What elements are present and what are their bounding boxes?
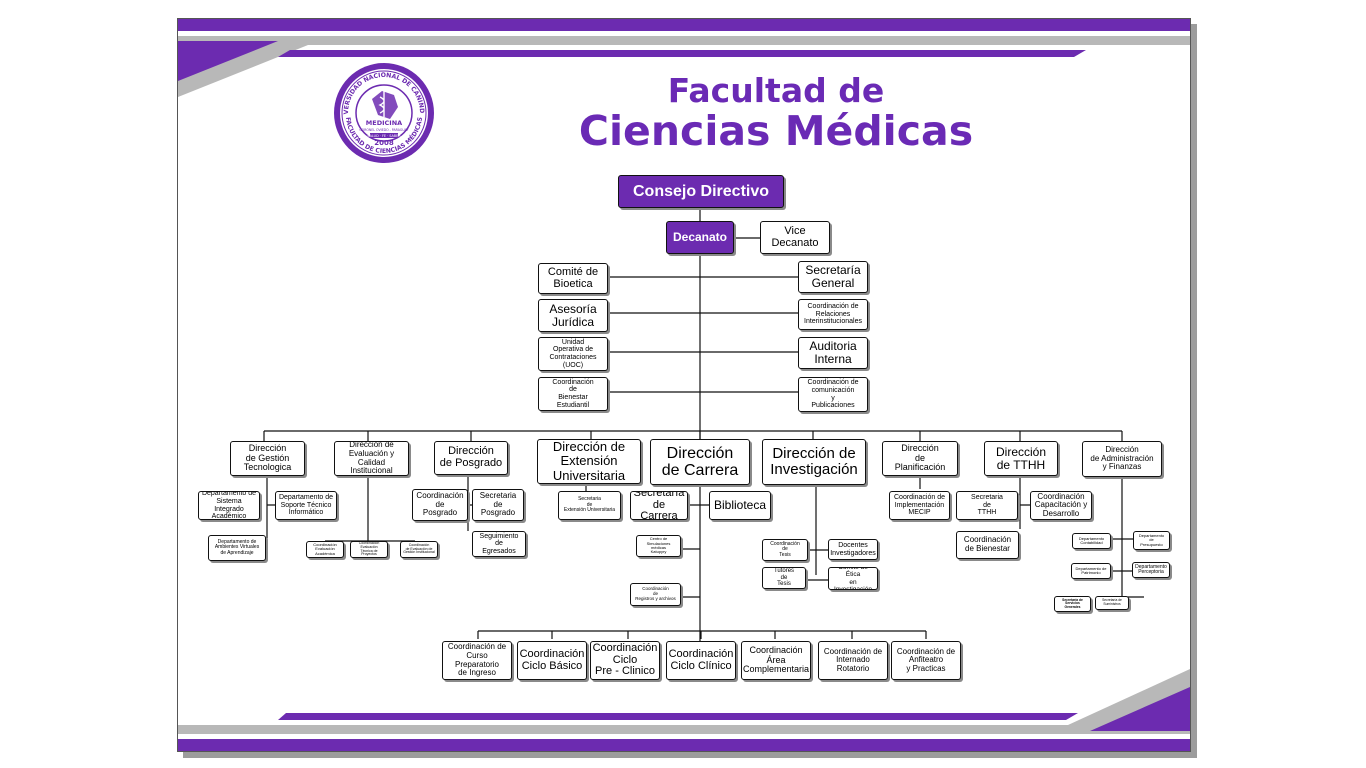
node-sec-servicios-generales: Secretaría de Servicios Generales bbox=[1054, 596, 1091, 612]
page-title-line2: Ciencias Médicas bbox=[578, 107, 974, 155]
node-sec-suministros: Secretaría de Suministros bbox=[1095, 596, 1129, 610]
university-seal-logo: UNIVERSIDAD NACIONAL DE CANINDEYÚ FACULT… bbox=[332, 61, 434, 163]
node-docentes-investigadores: Docentes Investigadores bbox=[828, 539, 878, 560]
node-centro-simulaciones: Centro de Simulaciones médicas Katupyry bbox=[636, 535, 681, 557]
node-dir-gestion-tecnologica: Dirección de Gestión Tecnologica bbox=[230, 441, 305, 476]
node-dir-posgrado: Dirección de Posgrado bbox=[434, 441, 508, 475]
node-dep-ambientes-virtuales: Departamento de Ambientes Virtuales de A… bbox=[208, 535, 266, 561]
node-auditoria-interna: Auditoria Interna bbox=[798, 337, 868, 369]
node-dep-soporte-tecnico: Departamento de Soporte Técnico Informát… bbox=[275, 491, 337, 520]
node-coord-relaciones: Coordinación de Relaciones Interinstituc… bbox=[798, 299, 868, 330]
node-seguimiento-egresados: Seguimiento de Egresados bbox=[472, 531, 526, 557]
node-coord-anfiteatro: Coordinación de Anfiteatro y Practicas bbox=[891, 641, 961, 680]
page-title-line1: Facultad de bbox=[667, 71, 885, 110]
node-dep-patrimonio: Departamento de Patrimonio bbox=[1071, 563, 1111, 579]
node-tutores-tesis: Tutores de Tesis bbox=[762, 567, 806, 589]
node-coord-comunicacion: Coordinación de comunicación y Publicaci… bbox=[798, 377, 868, 412]
node-uoc: Unidad Operativa de Contrataciones (UOC) bbox=[538, 337, 608, 371]
org-chart-slide: UNIVERSIDAD NACIONAL DE CANINDEYÚ FACULT… bbox=[177, 18, 1191, 752]
node-coord-eval-proyectos: Coordinación Evaluación Técnica de Proye… bbox=[350, 541, 388, 558]
node-secretaria-general: Secretaría General bbox=[798, 261, 868, 293]
node-dir-administracion: Dirección de Administración y Finanzas bbox=[1082, 441, 1162, 477]
node-coord-bienestar-estudiantil: Coordinación de Bienestar Estudiantil bbox=[538, 377, 608, 411]
node-comite-bioetica: Comité de Bioetica bbox=[538, 263, 608, 294]
node-dir-investigacion: Dirección de Investigación bbox=[762, 439, 866, 485]
node-sec-carrera: Secretaría de Carrera bbox=[630, 491, 688, 520]
node-coord-area-complementaria: Coordinación Área Complementaria bbox=[741, 641, 811, 680]
node-sec-tthh: Secretaria de TTHH bbox=[956, 491, 1018, 520]
logo-name: MEDICINA bbox=[366, 119, 402, 127]
node-coord-tesis: Coordinación de Tesis bbox=[762, 539, 808, 561]
node-coord-bienestar: Coordinación de Bienestar bbox=[956, 531, 1019, 559]
node-dir-carrera: Dirección de Carrera bbox=[650, 439, 750, 485]
node-sec-extension: Secretaria de Extensión Universitaria bbox=[558, 491, 621, 520]
node-decanato: Decanato bbox=[666, 221, 734, 254]
node-coord-registros: Coordinación de Registros y archivos bbox=[630, 583, 681, 606]
node-dep-sistema-integrado: Departamento de Sistema Integrado Académ… bbox=[198, 491, 260, 520]
node-dir-evaluacion: Dirección de Evaluación y Calidad Instit… bbox=[334, 441, 409, 476]
node-coord-ciclo-clinico: Coordinación Ciclo Clínico bbox=[666, 641, 736, 680]
node-comite-etica: Comite de Ética en Investigación bbox=[828, 567, 878, 590]
node-coord-ciclo-basico: Coordinación Ciclo Básico bbox=[517, 641, 587, 680]
node-coord-capacitacion: Coordinación Capacitación y Desarrollo bbox=[1030, 491, 1092, 520]
node-coord-posgrado: Coordinación de Posgrado bbox=[412, 489, 468, 521]
node-coord-internado-rotatorio: Coordinación de Internado Rotatorio bbox=[818, 641, 888, 680]
node-dir-extension: Dirección de Extensión Universitaria bbox=[537, 439, 641, 484]
node-asesoria-juridica: Asesoría Jurídica bbox=[538, 299, 608, 332]
node-dir-planificacion: Dirección de Planificación bbox=[882, 441, 958, 476]
node-consejo-directivo: Consejo Directivo bbox=[618, 175, 784, 208]
decorative-stripes bbox=[178, 19, 1190, 751]
node-vice-decanato: Vice Decanato bbox=[760, 221, 830, 254]
node-dir-tthh: Dirección de TTHH bbox=[984, 441, 1058, 476]
node-sec-posgrado: Secretaria de Posgrado bbox=[472, 489, 524, 521]
logo-city: CORONEL OVIEDO - PARAGUAY bbox=[359, 128, 408, 132]
node-coord-eval-institucional: Coordinación de Evaluación de Gestión In… bbox=[400, 541, 438, 558]
node-dep-contabilidad: Departamento Contabilidad bbox=[1072, 533, 1111, 549]
node-coord-ciclo-preclinico: Coordinación Ciclo Pre - Clinico bbox=[590, 641, 660, 680]
node-dep-presupuesto: Departamento de Presupuesto bbox=[1133, 531, 1170, 550]
node-coord-eval-academica: Coordinación Evaluación Académica bbox=[306, 541, 344, 558]
logo-year: 2008 bbox=[374, 139, 394, 147]
node-coord-mecip: Coordinación de Implementación MECIP bbox=[889, 491, 950, 520]
node-biblioteca: Biblioteca bbox=[709, 491, 771, 520]
node-dep-perceptoria: Departamento Perceptoria bbox=[1132, 562, 1170, 578]
logo-motto: SALUD · FE · SABER bbox=[367, 134, 401, 138]
node-coord-curso-preparatorio: Coordinación de Curso Preparatorio de In… bbox=[442, 641, 512, 680]
